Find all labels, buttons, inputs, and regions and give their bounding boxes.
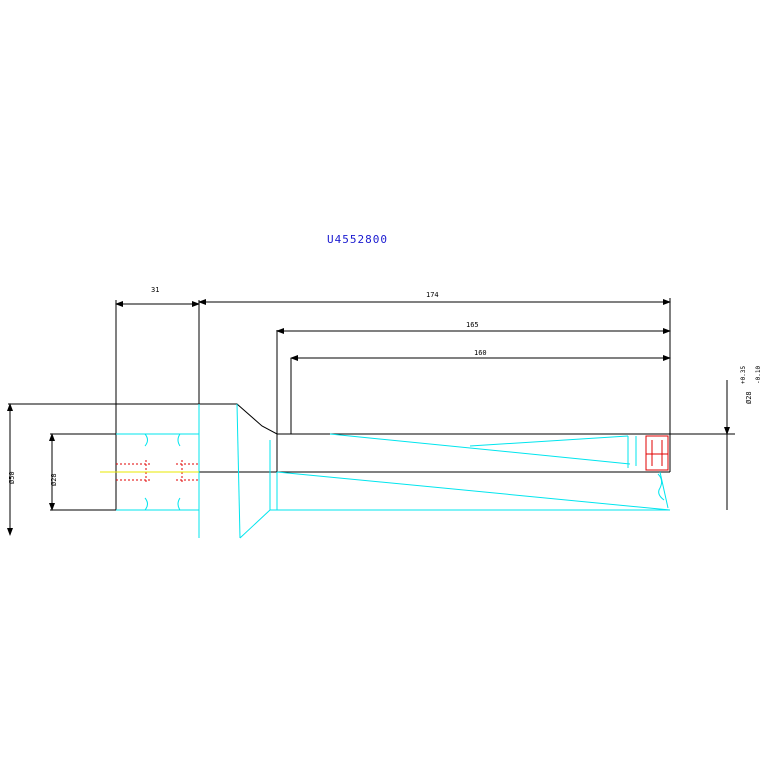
svg-text:174: 174 [426,291,439,299]
dim-shank-length: 31 [115,286,200,307]
tool-outline [8,298,735,511]
dim-cut-diameter: Ø28 +0.35 -0.10 [724,366,762,435]
dim-length-3: 160 [290,349,671,361]
svg-text:+0.35: +0.35 [740,366,747,384]
dim-overall-length: 174 [198,291,671,305]
svg-text:-0.10: -0.10 [755,366,762,384]
svg-text:Ø28: Ø28 [745,391,753,404]
svg-text:165: 165 [466,321,479,329]
svg-text:Ø50: Ø50 [8,471,16,484]
dim-bore-diameter: Ø28 [49,433,58,511]
svg-text:31: 31 [151,286,159,294]
hidden-geometry [116,403,671,539]
svg-text:160: 160 [474,349,487,357]
part-number-title: U4552800 [327,233,388,246]
svg-text:Ø28: Ø28 [50,473,58,486]
dim-length-2: 165 [276,321,671,334]
dim-shank-diameter: Ø50 [7,403,16,536]
